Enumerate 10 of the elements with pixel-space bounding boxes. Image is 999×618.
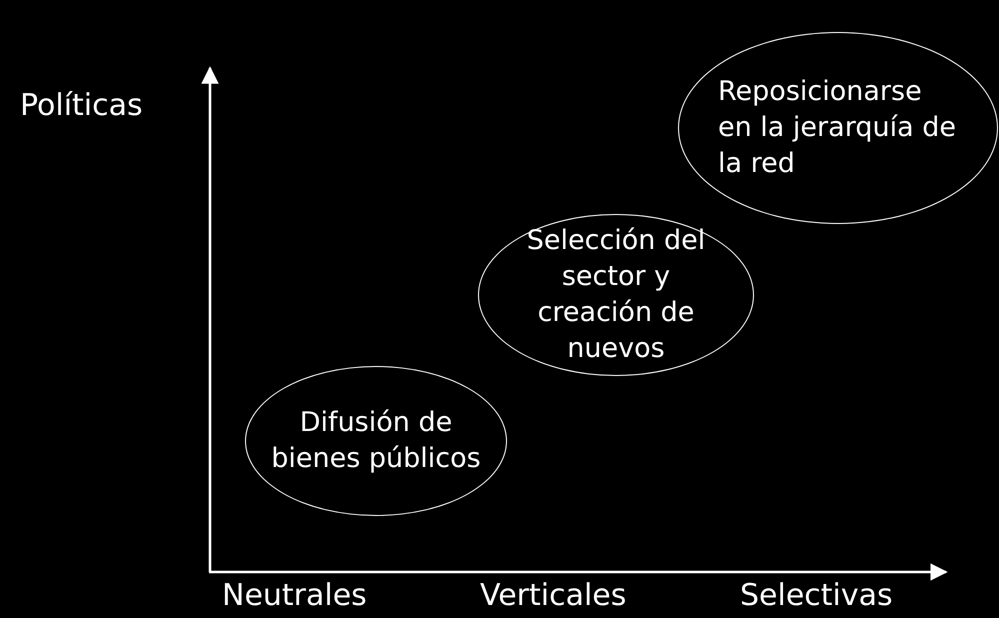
axis-label: Selectivas bbox=[740, 578, 893, 613]
ellipse-node bbox=[245, 366, 507, 516]
axis-label: Verticales bbox=[480, 578, 626, 613]
node-text: Difusión de bienes públicos bbox=[270, 406, 482, 476]
axis-label: Neutrales bbox=[222, 578, 367, 613]
node-text: Reposicionarse en la jerarquía de la red bbox=[718, 75, 957, 181]
node-text: Selección del sector y creación de nuevos bbox=[526, 224, 706, 366]
ellipse-node bbox=[478, 214, 754, 376]
axis-title: Políticas bbox=[20, 88, 143, 123]
ellipse-node bbox=[678, 32, 998, 224]
